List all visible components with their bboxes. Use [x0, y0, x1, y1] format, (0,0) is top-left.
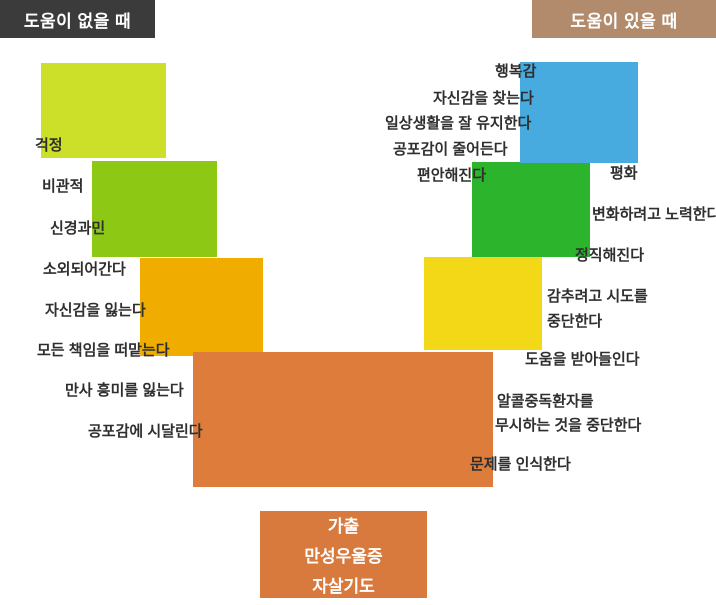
label-take-all-responsibility: 모든 책임을 떠맡는다 [37, 342, 170, 359]
label-happiness: 행복감 [495, 63, 537, 80]
label-suffer-fear: 공포감에 시달린다 [88, 423, 203, 440]
label-peace: 평화 [610, 165, 638, 182]
step-up-block-2 [472, 162, 590, 257]
label-worry: 걱정 [35, 137, 63, 154]
label-recognize-problem: 문제를 인식한다 [470, 456, 571, 473]
crisis-line-chronic-depression: 만성우울증 [304, 547, 383, 566]
label-nervousness: 신경과민 [50, 220, 106, 237]
label-accept-help: 도움을 받아들인다 [525, 351, 640, 368]
label-isolation: 소외되어간다 [43, 261, 126, 278]
label-stop-hiding-line1: 감추려고 시도를 [547, 288, 648, 305]
crisis-box: 가출 만성우울증 자살기도 [260, 511, 427, 598]
label-become-honest: 정직해진다 [575, 247, 645, 264]
label-lose-all-interest: 만사 흥미를 잃는다 [65, 382, 184, 399]
label-alcoholic-patient: 알콜중독환자를 [497, 393, 594, 410]
label-feel-at-ease: 편안해진다 [417, 167, 487, 184]
label-fear-decreases: 공포감이 줄어든다 [393, 141, 508, 158]
crisis-line-runaway: 가출 [327, 517, 360, 536]
header-no-help: 도움이 없을 때 [0, 0, 155, 38]
step-down-block-3 [140, 258, 263, 356]
label-pessimism: 비관적 [42, 178, 84, 195]
label-stop-hiding-line2: 중단한다 [547, 313, 603, 330]
step-up-block-1 [520, 62, 638, 163]
header-with-help: 도움이 있을 때 [532, 0, 716, 38]
step-down-block-1 [41, 63, 166, 158]
label-regain-confidence: 자신감을 찾는다 [433, 90, 534, 107]
crisis-line-suicide-attempt: 자살기도 [312, 577, 375, 596]
label-stop-ignoring: 무시하는 것을 중단한다 [495, 417, 642, 434]
bottom-base-block [193, 352, 493, 487]
step-up-block-3 [424, 257, 542, 350]
label-maintain-daily-life: 일상생활을 잘 유지한다 [385, 115, 532, 132]
label-try-to-change: 변화하려고 노력한다 [592, 206, 716, 223]
label-lose-confidence: 자신감을 잃는다 [45, 302, 146, 319]
step-down-block-2 [92, 161, 217, 257]
